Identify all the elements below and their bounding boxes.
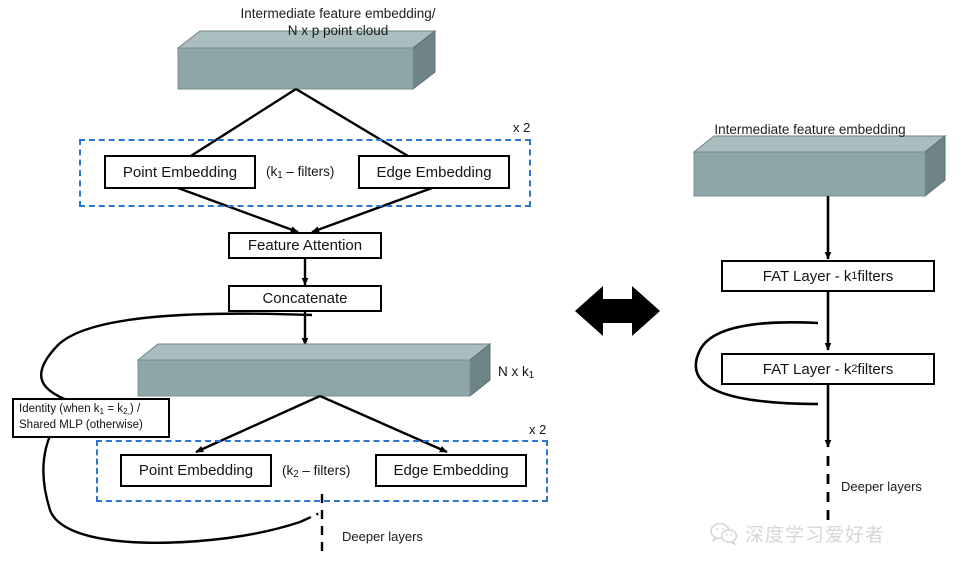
fat-block-1-dashed-region — [79, 139, 531, 207]
tensor-cube-nk1 — [136, 342, 492, 398]
deeper-layers-label-left: Deeper layers — [342, 529, 423, 544]
equivalence-double-arrow — [575, 286, 660, 336]
arrow-input-to-edge-embedding-1 — [295, 87, 429, 170]
tensor-cube-input — [176, 29, 437, 91]
residual-curve-upper — [39, 312, 313, 406]
arrow-input-to-point-embedding-1 — [171, 87, 297, 170]
point-embedding-box-2[interactable]: Point Embedding — [120, 454, 272, 487]
left-panel-caption-line2: N x p point cloud — [287, 23, 389, 38]
watermark: 深度学习爱好者 — [710, 520, 885, 547]
fat-block-1-repeat-label: x 2 — [513, 120, 531, 135]
residual-dashdot-connector — [299, 510, 323, 524]
arrow-tensor-to-edge-embedding-2 — [319, 394, 448, 454]
tensor-cube-right-input — [692, 134, 947, 198]
feature-attention-box[interactable]: Feature Attention — [228, 232, 382, 259]
fat-block-2-repeat-label: x 2 — [529, 422, 547, 437]
concatenate-box[interactable]: Concatenate — [228, 285, 382, 312]
filters-label-k1: (k1 – filters) — [266, 164, 335, 182]
deeper-layers-label-right: Deeper layers — [841, 479, 922, 494]
left-panel-caption-line1: Intermediate feature embedding/ — [240, 6, 436, 21]
tensor-dim-label-nk1: N x k1 — [498, 364, 535, 382]
filters-label-k2: (k2 – filters) — [282, 463, 351, 481]
residual-curve-lower — [42, 402, 301, 544]
residual-note-box: Identity (when k1 = k2,) / Shared MLP (o… — [12, 398, 170, 439]
edge-embedding-box-1[interactable]: Edge Embedding — [358, 155, 510, 189]
arrow-tensor-to-point-embedding-2 — [195, 394, 321, 454]
arrow-point-embedding-to-attention — [177, 186, 299, 234]
watermark-text: 深度学习爱好者 — [745, 524, 886, 546]
right-panel-caption: Intermediate feature embedding — [714, 122, 906, 137]
point-embedding-box-1[interactable]: Point Embedding — [104, 155, 256, 189]
residual-curve-right — [694, 320, 819, 406]
edge-embedding-box-2[interactable]: Edge Embedding — [375, 454, 527, 487]
wechat-icon — [710, 522, 738, 545]
fat-block-2-dashed-region — [96, 440, 548, 502]
arrow-edge-embedding-to-attention — [311, 186, 433, 234]
residual-note-line1: Identity (when k1 = k2,) / — [19, 403, 141, 416]
residual-note-line2: Shared MLP (otherwise) — [19, 418, 143, 431]
